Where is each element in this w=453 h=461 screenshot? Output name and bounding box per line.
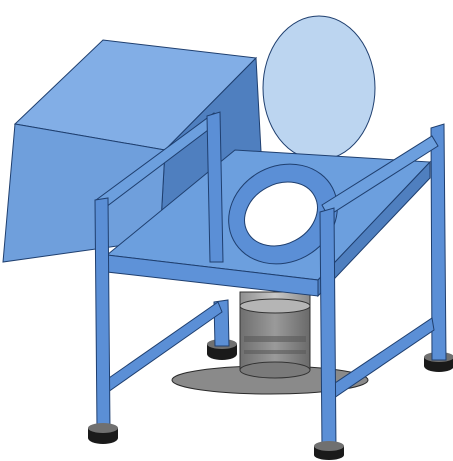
front-right-foot	[314, 441, 344, 460]
front-left-foot	[88, 423, 118, 444]
left-rear-upright	[207, 112, 223, 262]
front-left-leg	[95, 198, 110, 430]
wafer-disc	[263, 16, 375, 160]
lens-assembly	[240, 292, 310, 378]
right-lower-brace	[332, 318, 434, 398]
front-right-leg	[320, 208, 336, 449]
